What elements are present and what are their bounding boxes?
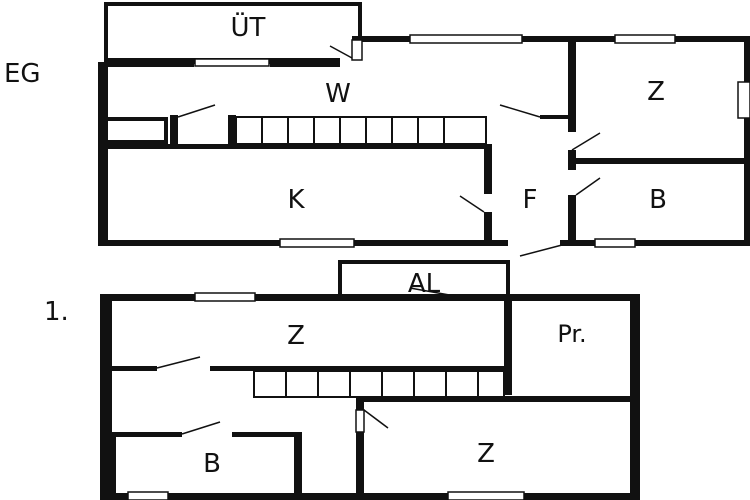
room-label-private: Pr.: [557, 320, 586, 348]
room-label-room-eg: Z: [647, 77, 665, 107]
first-floor-windows: [127, 292, 525, 500]
floor-label-eg: EG: [4, 59, 41, 89]
room-label-room-upper-1: Z: [287, 321, 305, 351]
first-floor-doors: [156, 287, 456, 435]
room-label-bath-eg: B: [649, 185, 667, 215]
first-floor-stairs: [253, 370, 505, 398]
room-label-balcony: AL: [408, 269, 441, 299]
room-label-living: W: [325, 79, 351, 109]
room-label-kitchen: K: [287, 185, 305, 215]
room-label-room-upper-2: Z: [477, 439, 495, 469]
first-floor: 1. AL Z Pr. B Z: [44, 260, 640, 500]
room-label-bath-upper: B: [203, 449, 221, 479]
room-label-hall: F: [523, 185, 538, 215]
ground-floor-windows: [194, 34, 750, 248]
first-floor-walls: [100, 260, 640, 500]
ground-floor-stairs: [235, 116, 487, 145]
floor-label-first: 1.: [44, 297, 69, 327]
ground-floor-doors: [177, 39, 601, 257]
ground-floor: EG ÜT W Z K F B: [4, 2, 750, 257]
room-label-terrace: ÜT: [231, 11, 266, 43]
